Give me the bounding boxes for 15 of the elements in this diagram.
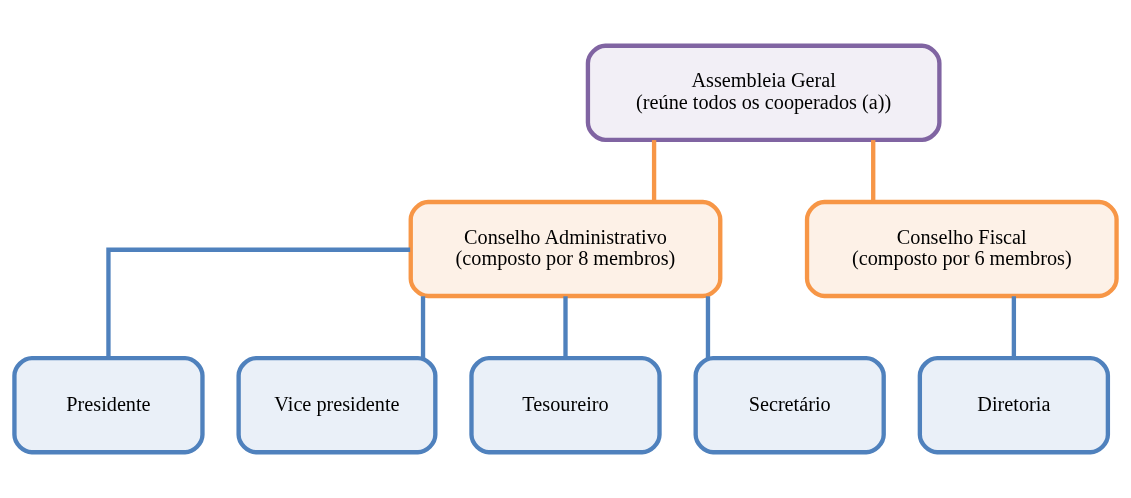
node-box: Assembleia Geral (reúne todos os cooperados (a)) — [585, 43, 942, 142]
node-box: Presidente — [12, 356, 205, 455]
node-box: Tesoureiro — [469, 356, 662, 455]
connector — [705, 296, 711, 359]
node-box: Diretoria — [917, 356, 1111, 455]
connector — [871, 140, 876, 202]
node-box: Conselho Administrativo (composto por 8 membros) — [408, 199, 723, 299]
connector — [106, 247, 411, 359]
connector — [1011, 296, 1017, 359]
connector — [420, 296, 426, 359]
node-box: Secretário — [693, 356, 886, 455]
connector — [651, 140, 657, 202]
node-box: Conselho Fiscal (composto por 6 membros) — [804, 199, 1119, 299]
connector — [563, 296, 568, 359]
node-box: Vice presidente — [236, 356, 438, 455]
